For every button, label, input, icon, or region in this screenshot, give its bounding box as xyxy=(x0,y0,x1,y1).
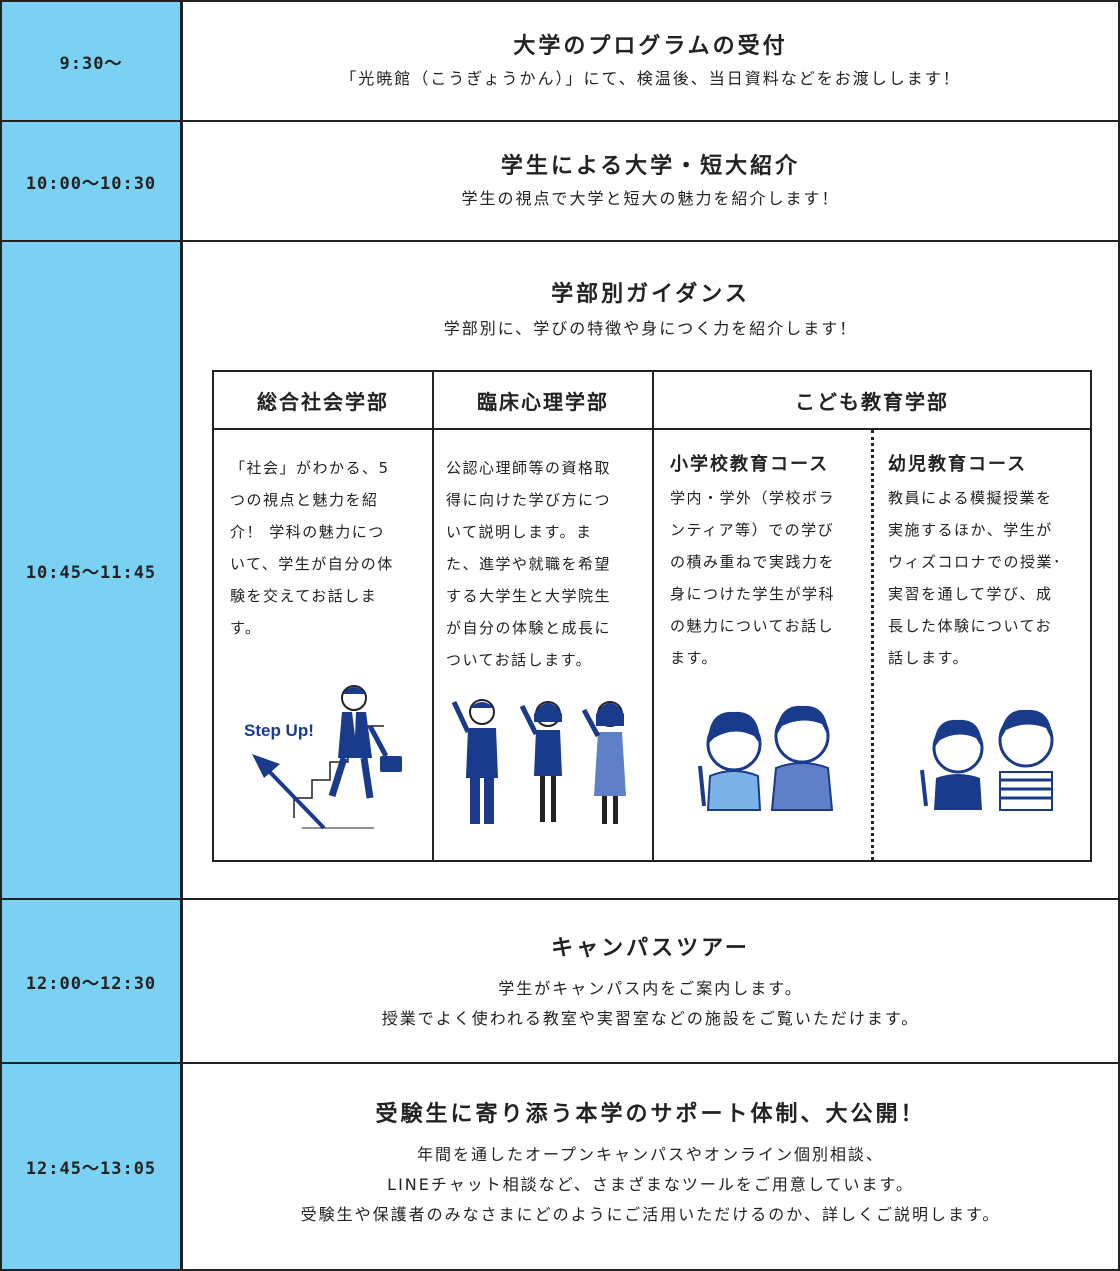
course-name: 幼児教育コース xyxy=(888,454,1028,475)
program-desc-line: 授業でよく使われる教室や実習室などの施設をご覧いただけます。 xyxy=(381,1009,920,1028)
desc-line: 得に向けた学び方につ xyxy=(446,491,612,509)
desc-line: 学内・学外（学校ボラ xyxy=(670,489,836,507)
desc-line: 実習を通して学び、成 xyxy=(888,585,1053,603)
desc-line: いて説明します。ま xyxy=(446,523,593,541)
faculty-name: こども教育学部 xyxy=(654,372,1090,430)
desc-line: 教員による模擬授業を xyxy=(888,489,1053,507)
faculty-name: 臨床心理学部 xyxy=(434,372,652,430)
desc-line: 「社会」がわかる、5 xyxy=(230,459,390,477)
desc-line: た、進学や就職を希望 xyxy=(446,555,612,573)
course-name: 小学校教育コース xyxy=(670,454,830,475)
students-illustration xyxy=(451,699,626,824)
program-title: キャンパスツアー xyxy=(551,936,750,961)
time-cell: 10:45〜11:45 xyxy=(2,242,183,898)
faculty-col-rinsho: 臨床心理学部 公認心理師等の資格取 得に向けた学び方につ いて説明します。ま た… xyxy=(434,372,654,860)
program-desc-line: LINEチャット相談など、さまざまなツールをご用意しています。 xyxy=(387,1175,914,1194)
desc-line: 公認心理師等の資格取 xyxy=(446,459,612,477)
program-title: 学部別ガイダンス xyxy=(551,282,750,307)
program-title: 大学のプログラムの受付 xyxy=(513,34,788,59)
step-up-label: Step Up! xyxy=(244,721,314,740)
faculty-col-sogo: 総合社会学部 「社会」がわかる、5 つの視点と魅力を紹 介！ 学科の魅力につ い… xyxy=(214,372,434,860)
schedule-row-support: 12:45〜13:05 受験生に寄り添う本学のサポート体制、大公開！ 年間を通し… xyxy=(2,1064,1118,1269)
desc-line: す。 xyxy=(230,619,262,637)
program-title: 受験生に寄り添う本学のサポート体制、大公開！ xyxy=(375,1102,926,1127)
schedule-row-campus-tour: 12:00〜12:30 キャンパスツアー 学生がキャンパス内をご案内します。 授… xyxy=(2,900,1118,1064)
desc-line: 長した体験についてお xyxy=(888,617,1053,635)
program-desc-line: 学生がキャンパス内をご案内します。 xyxy=(498,979,803,998)
course-divider xyxy=(871,430,874,860)
kindergarten-kids-illustration xyxy=(920,709,1054,811)
desc-line: つの視点と魅力を紹 xyxy=(230,491,379,509)
faculty-table: 総合社会学部 「社会」がわかる、5 つの視点と魅力を紹 介！ 学科の魅力につ い… xyxy=(212,370,1092,862)
student-man-figure xyxy=(451,699,498,824)
content-cell: 学部別ガイダンス 学部別に、学びの特徴や身につく力を紹介します！ 総合社会学部 … xyxy=(183,242,1118,898)
step-up-illustration: Step Up! xyxy=(244,685,402,830)
faculty-col-kodomo: こども教育学部 小学校教育コース 学内・学外（学校ボラ ンティア等）での学び の… xyxy=(654,372,1090,860)
content-cell: 大学のプログラムの受付 「光暁館（こうぎょうかん）」にて、検温後、当日資料などを… xyxy=(183,2,1118,120)
faculty-name: 総合社会学部 xyxy=(214,372,432,430)
content-cell: 学生による大学・短大紹介 学生の視点で大学と短大の魅力を紹介します！ xyxy=(183,122,1118,240)
desc-line: いて、学生が自分の体 xyxy=(230,555,394,573)
program-desc-line: 受験生や保護者のみなさまにどのようにご活用いただけるのか、詳しくご説明します。 xyxy=(300,1205,1001,1224)
desc-line: ついてお話します。 xyxy=(446,651,593,669)
desc-line: の積み重ねで実践力を xyxy=(670,553,836,571)
desc-line: ウィズコロナでの授業･ xyxy=(888,553,1063,571)
desc-line: の魅力についてお話し xyxy=(670,617,835,635)
faculty-desc: 「社会」がわかる、5 つの視点と魅力を紹 介！ 学科の魅力につ いて、学生が自分… xyxy=(230,452,394,644)
content-cell: キャンパスツアー 学生がキャンパス内をご案内します。 授業でよく使われる教室や実… xyxy=(183,900,1118,1062)
program-desc: 学部別に、学びの特徴や身につく力を紹介します！ xyxy=(443,319,858,338)
program-desc-line: 年間を通したオープンキャンパスやオンライン個別相談、 xyxy=(416,1145,885,1164)
desc-line: する大学生と大学院生 xyxy=(446,587,612,605)
time-cell: 10:00〜10:30 xyxy=(2,122,183,240)
desc-line: ンティア等）での学び xyxy=(670,521,835,539)
time-cell: 9:30〜 xyxy=(2,2,183,120)
time-cell: 12:45〜13:05 xyxy=(2,1064,183,1269)
desc-line: 験を交えてお話しま xyxy=(230,587,378,605)
desc-line: が自分の体験と成長に xyxy=(446,619,612,637)
time-cell: 12:00〜12:30 xyxy=(2,900,183,1062)
program-title: 学生による大学・短大紹介 xyxy=(500,154,801,179)
desc-line: 話します。 xyxy=(888,649,970,667)
content-cell: 受験生に寄り添う本学のサポート体制、大公開！ 年間を通したオープンキャンパスやオ… xyxy=(183,1064,1118,1269)
schedule-row-guidance: 10:45〜11:45 学部別ガイダンス 学部別に、学びの特徴や身につく力を紹介… xyxy=(2,242,1118,900)
course-elementary: 小学校教育コース 学内・学外（学校ボラ ンティア等）での学び の積み重ねで実践力… xyxy=(670,448,835,674)
desc-line: 介！ 学科の魅力につ xyxy=(230,523,385,541)
program-desc: 「光暁館（こうぎょうかん）」にて、検温後、当日資料などをお渡しします！ xyxy=(340,69,961,88)
schedule-row-intro: 10:00〜10:30 学生による大学・短大紹介 学生の視点で大学と短大の魅力を… xyxy=(2,122,1118,242)
desc-line: ます。 xyxy=(670,649,719,667)
student-woman-figure xyxy=(519,701,562,822)
schedule-row-reception: 9:30〜 大学のプログラムの受付 「光暁館（こうぎょうかん）」にて、検温後、当… xyxy=(2,2,1118,122)
course-early-childhood: 幼児教育コース 教員による模擬授業を 実施するほか、学生が ウィズコロナでの授業… xyxy=(888,448,1062,674)
faculty-desc: 公認心理師等の資格取 得に向けた学び方につ いて説明します。ま た、進学や就職を… xyxy=(446,452,611,676)
elementary-students-illustration xyxy=(698,705,834,811)
desc-line: 実施するほか、学生が xyxy=(888,521,1053,539)
desc-line: 身につけた学生が学科 xyxy=(670,585,836,603)
student-woman2-figure xyxy=(581,701,626,824)
program-desc: 学生の視点で大学と短大の魅力を紹介します！ xyxy=(461,189,840,208)
